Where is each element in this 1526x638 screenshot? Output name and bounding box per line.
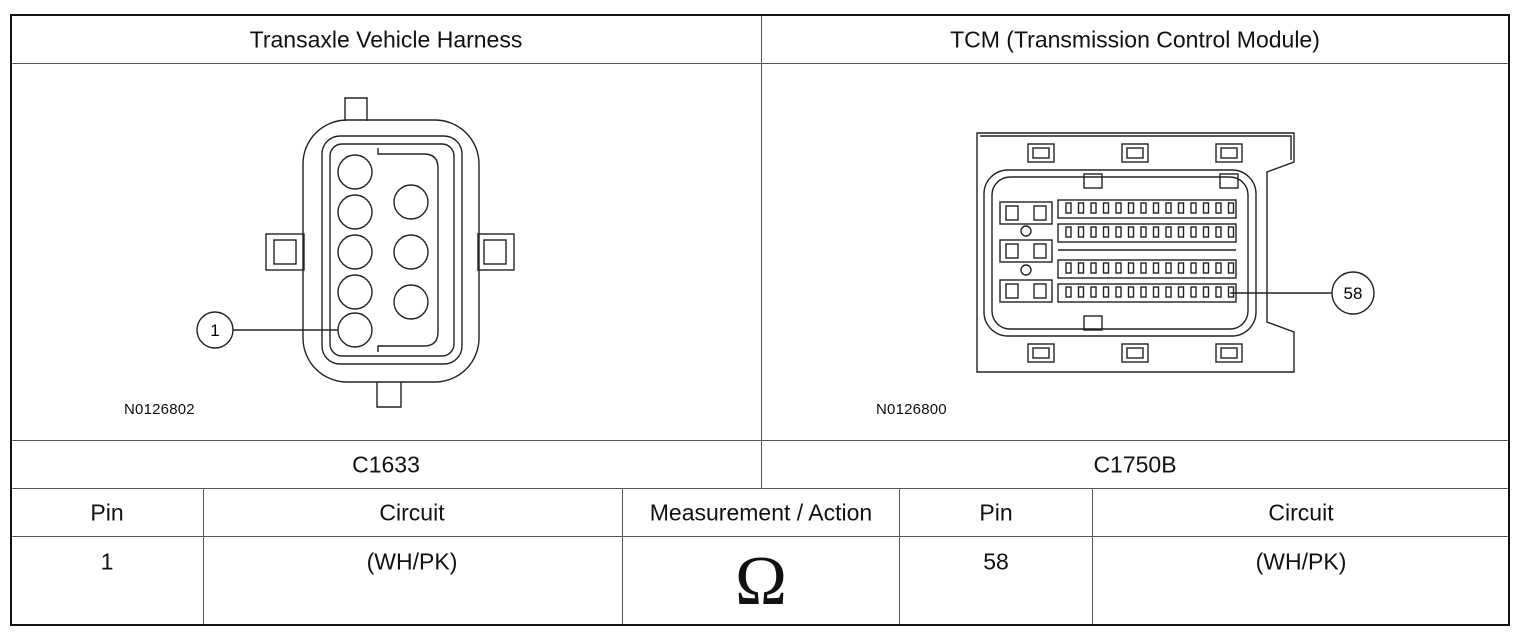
signal-pin	[1177, 286, 1185, 298]
signal-pin	[1140, 262, 1147, 274]
signal-pin	[1140, 202, 1147, 214]
signal-pin	[1165, 202, 1172, 214]
top-lock-tabs	[1027, 143, 1243, 163]
signal-pin	[1077, 202, 1085, 214]
cavity-group-left	[337, 154, 373, 348]
callout-label-pin-58: 58	[1344, 284, 1363, 303]
header-pin-right: Pin	[979, 499, 1013, 526]
signal-pin	[1202, 262, 1210, 274]
divider-col-3	[899, 489, 900, 624]
signal-pin	[1165, 226, 1172, 238]
signal-pin	[1152, 286, 1160, 298]
signal-pin	[1065, 202, 1072, 214]
signal-pin	[1115, 286, 1122, 298]
bottom-lock-tabs	[1027, 343, 1243, 363]
row-pin-right: 58	[983, 548, 1009, 575]
signal-pin	[1177, 226, 1185, 238]
row-circuit-left: (WH/PK)	[366, 548, 458, 575]
signal-pin	[1165, 286, 1172, 298]
pin-row-band	[1057, 259, 1237, 279]
pin-row-band	[1057, 283, 1237, 303]
ohm-symbol-icon: Ω	[734, 543, 788, 620]
signal-pin	[1140, 226, 1147, 238]
signal-pin	[1227, 262, 1235, 274]
signal-pin	[1065, 226, 1072, 238]
signal-pin	[1202, 202, 1210, 214]
signal-pin	[1215, 262, 1222, 274]
signal-pin	[1102, 202, 1110, 214]
signal-pin	[1227, 226, 1235, 238]
signal-pin	[1202, 226, 1210, 238]
signal-pin	[1165, 262, 1172, 274]
signal-pin	[1077, 286, 1085, 298]
signal-pin	[1140, 286, 1147, 298]
signal-pin-rows	[1057, 199, 1237, 303]
signal-pin	[1090, 286, 1097, 298]
callout-bubble-pin-1	[196, 311, 234, 349]
divider-figures	[12, 440, 1508, 441]
signal-pin	[1215, 202, 1222, 214]
header-circuit-left: Circuit	[379, 499, 445, 526]
signal-pin	[1115, 202, 1122, 214]
signal-pin	[1227, 202, 1235, 214]
signal-pin	[1152, 262, 1160, 274]
signal-pin	[1065, 262, 1072, 274]
cavity-group-right	[393, 184, 429, 320]
signal-pin	[1227, 286, 1235, 298]
signal-pin	[1127, 226, 1135, 238]
signal-pin	[1090, 262, 1097, 274]
signal-pin	[1202, 286, 1210, 298]
divider-center	[761, 16, 762, 488]
right-section-title: TCM (Transmission Control Module)	[950, 26, 1320, 53]
harness-connector-drawing: 1	[196, 97, 515, 408]
pin-row-band	[1057, 199, 1237, 219]
signal-pin	[1152, 226, 1160, 238]
power-cavity-block	[999, 201, 1053, 303]
header-pin-left: Pin	[90, 499, 124, 526]
signal-pin	[1190, 202, 1197, 214]
signal-pin	[1177, 262, 1185, 274]
signal-pin	[1090, 226, 1097, 238]
signal-pin	[1127, 202, 1135, 214]
signal-pin	[1077, 226, 1085, 238]
signal-pin	[1077, 262, 1085, 274]
divider-col-1	[203, 489, 204, 624]
signal-pin	[1215, 286, 1222, 298]
row-circuit-right: (WH/PK)	[1255, 548, 1347, 575]
signal-pin	[1190, 262, 1197, 274]
signal-pin	[1127, 286, 1135, 298]
right-figure-id: N0126800	[876, 401, 947, 418]
left-figure-id: N0126802	[124, 401, 195, 418]
signal-pin	[1102, 286, 1110, 298]
header-circuit-right: Circuit	[1268, 499, 1334, 526]
row-pin-left: 1	[100, 548, 114, 575]
diagram-frame	[10, 14, 1510, 626]
signal-pin	[1102, 226, 1110, 238]
divider-connectors	[12, 488, 1508, 489]
signal-pin	[1190, 226, 1197, 238]
divider-col-2	[622, 489, 623, 624]
pin-row-band	[1057, 223, 1237, 243]
signal-pin	[1115, 262, 1122, 274]
callout-label-pin-1: 1	[210, 321, 219, 340]
signal-pin	[1090, 202, 1097, 214]
signal-pin	[1190, 286, 1197, 298]
left-section-title: Transaxle Vehicle Harness	[249, 26, 523, 53]
signal-pin	[1215, 226, 1222, 238]
divider-table-header	[12, 536, 1508, 537]
signal-pin	[1152, 202, 1160, 214]
right-connector-id: C1750B	[1093, 451, 1177, 478]
divider-header	[12, 63, 1508, 64]
signal-pin	[1102, 262, 1110, 274]
divider-col-4	[1092, 489, 1093, 624]
signal-pin	[1065, 286, 1072, 298]
signal-pin	[1115, 226, 1122, 238]
tcm-connector-drawing: 58	[976, 132, 1375, 373]
left-connector-id: C1633	[352, 451, 420, 478]
header-measurement: Measurement / Action	[649, 499, 873, 526]
signal-pin	[1177, 202, 1185, 214]
callout-bubble-pin-58	[1331, 271, 1375, 315]
signal-pin	[1127, 262, 1135, 274]
